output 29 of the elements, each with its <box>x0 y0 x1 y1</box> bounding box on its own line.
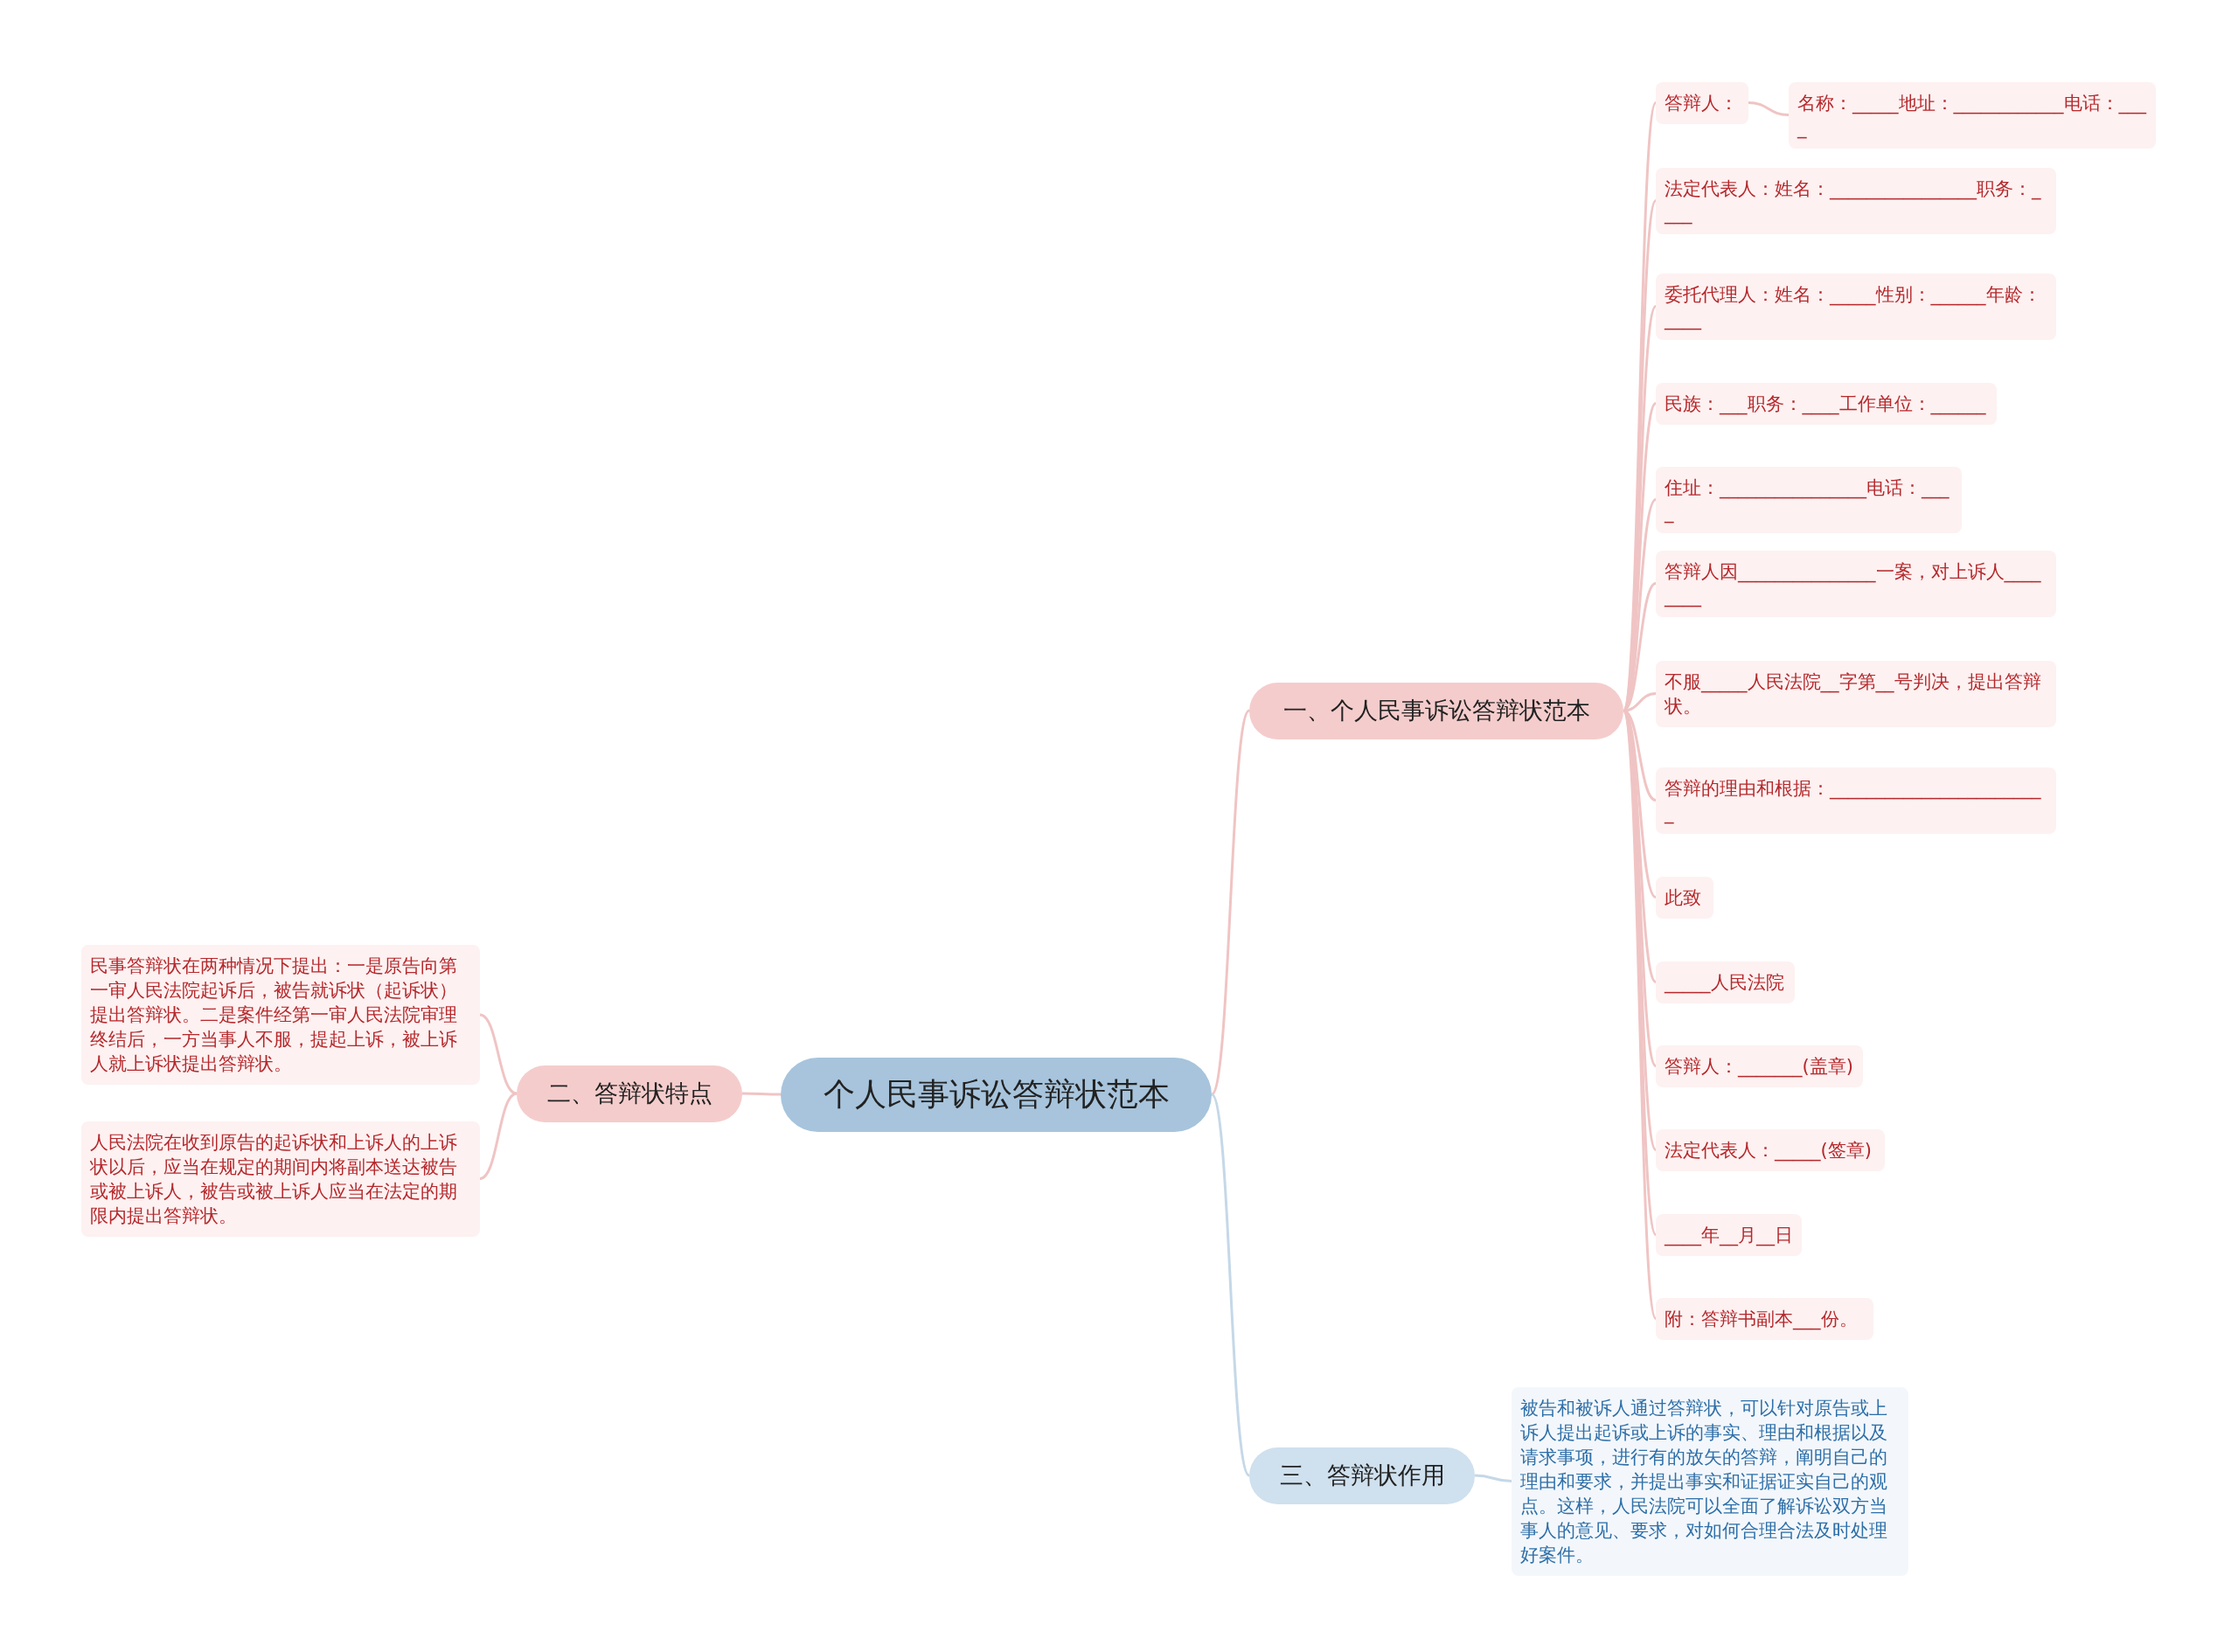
text-box: 附：答辩书副本___份。 <box>1656 1297 1873 1340</box>
connector-line <box>479 1013 518 1095</box>
branch-box: 三、答辩状作用 <box>1249 1447 1475 1504</box>
text-box: 住址：________________电话：____ <box>1656 466 1962 533</box>
text-box: 答辩的理由和根据：________________________ <box>1656 767 2056 834</box>
connector-line <box>1210 710 1251 1095</box>
text-box: 名称：_____地址：____________电话：____ <box>1789 81 2156 149</box>
text-box: 委托代理人：姓名：_____性别：______年龄：____ <box>1656 273 2056 340</box>
connector-line <box>742 1092 781 1096</box>
connector-line <box>1210 1093 1251 1476</box>
text-box: 此致 <box>1656 876 1713 919</box>
text-box: 答辩人因_______________一案，对上诉人________ <box>1656 550 2056 617</box>
text-box: 法定代表人：_____(签章) <box>1656 1128 1885 1171</box>
branch-box: 二、答辩状特点 <box>517 1065 742 1122</box>
text-box: 法定代表人：姓名：________________职务：____ <box>1656 167 2056 234</box>
connector-line <box>1474 1474 1512 1482</box>
branch-box: 一、个人民事诉讼答辩状范本 <box>1249 682 1623 739</box>
text-box: ____年__月__日 <box>1656 1213 1802 1256</box>
text-box: 答辩人： <box>1656 81 1748 124</box>
text-box: 民事答辩状在两种情况下提出：一是原告向第一审人民法院起诉后，被告就诉状（起诉状）提出答辩状。二是案件经第一审人民法院审理终结后，一方当事人不服，提起上诉，被上诉人就上诉状提出答辩状。 <box>81 945 480 1085</box>
text-box: _____人民法院 <box>1656 961 1795 1003</box>
text-box: 民族：___职务：____工作单位：______ <box>1656 382 1997 425</box>
text-box: 人民法院在收到原告的起诉状和上诉人的上诉状以后，应当在规定的期间内将副本送达被告或被上诉人，被告或被上诉人应当在法定的期限内提出答辩状。 <box>81 1121 480 1237</box>
connector-line <box>1748 101 1790 116</box>
text-box: 不服_____人民法院__字第__号判决，提出答辩状。 <box>1656 660 2056 727</box>
topic-box: 个人民事诉讼答辩状范本 <box>781 1057 1212 1132</box>
connector-line <box>479 1092 518 1180</box>
text-box: 答辩人：_______(盖章) <box>1656 1045 1863 1087</box>
text-box: 被告和被诉人通过答辩状，可以针对原告或上诉人提出起诉或上诉的事实、理由和根据以及请求事项，进行有的放矢的答辩，阐明自己的理由和要求，并提出事实和证据证实自己的观点。这样，人民法院可以全面了解诉讼双方当事人的意见、要求，对如何合理合法及时处理好案件。 <box>1512 1386 1908 1576</box>
